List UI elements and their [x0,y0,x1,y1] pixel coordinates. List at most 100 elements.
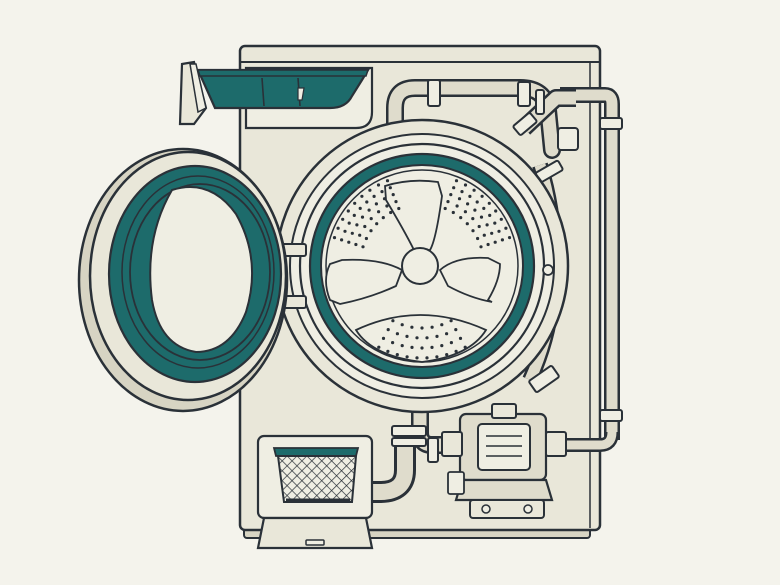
drum-hole [446,200,450,204]
drum-hole [440,344,444,348]
drum-hole [443,206,447,211]
drum-hole [454,179,459,183]
drum-hole [395,353,399,357]
drum-hole [457,197,462,201]
drum-hole [410,345,414,349]
drum-hole [463,183,468,187]
drum-hole [487,201,491,205]
drum-hole [435,355,439,359]
drum-hole [361,245,365,249]
drum-hole [480,194,484,198]
drum-hole [488,213,492,217]
drum-hole [369,229,373,233]
motor [447,471,554,519]
drum-hole [471,229,475,233]
drum-hole [341,217,345,221]
drum-hole [380,190,384,194]
drum-hole [389,210,393,215]
drum-hole [445,353,449,357]
drum-hole [360,194,364,198]
drum-hole [472,188,476,192]
drum-hole [449,341,453,345]
drum-hole [493,240,497,244]
drum-hole [365,200,369,204]
drum-hole [476,236,480,241]
drum-hole [499,217,503,221]
drum-hole [377,210,381,214]
drum-hole [500,238,504,242]
drum-hole [485,223,489,227]
drum-hole [369,217,373,221]
drum-hole [452,186,456,190]
drum-hole [494,209,498,213]
drum-hole [368,188,372,192]
drum-hole [466,202,470,206]
drum-hole [347,221,351,225]
drum-hole [391,341,395,345]
drum-hole [343,229,347,233]
drum-hole [385,179,390,183]
drum-hole [391,319,395,323]
drum-hole [465,222,469,226]
drum-hole [395,332,399,336]
drum-hole [425,336,429,340]
drum-hole [360,215,365,219]
drum-hole [332,236,337,240]
drum-hole [377,345,381,349]
drum-hole [507,236,512,240]
drum-hole [493,221,497,225]
drum-screw [542,264,554,276]
drum-hole [468,194,472,198]
drum-hole [410,325,414,329]
drum-hole [455,204,459,208]
drum-hole [490,231,494,235]
drum-hole [367,208,371,212]
drum-hole [479,245,483,249]
drum-hole [386,349,390,353]
drum-hole [363,224,367,229]
drum-hole [388,186,392,190]
drum-hole [400,323,404,327]
drum-hole [397,206,401,211]
drum-hole [482,206,486,210]
drum-hole [352,213,356,217]
drum-hole [347,240,351,244]
drum-hole [475,200,479,204]
drum-hole [350,231,354,235]
drum-hole [459,216,463,220]
drum-hole [430,345,434,349]
drain-filter [256,434,374,550]
drum-hole [454,349,458,353]
drum-hole [391,193,395,197]
drum-hole [353,201,357,205]
drum-hole [440,323,444,327]
drum-hole [473,208,477,212]
drum-hole [430,325,434,329]
drum-hole [420,346,424,350]
drum-hole [435,334,439,338]
drum-hole [449,193,453,197]
drum-hole [405,355,409,359]
drum-hole [346,209,350,213]
drum-hole [449,319,453,323]
drum-hole [381,216,385,220]
drum-hole [386,328,390,332]
detergent-drawer [178,60,374,130]
drum-hole [420,326,424,330]
drum-hole [364,236,368,241]
drain-pump [441,403,567,482]
drum-hole [445,332,449,336]
drum-hole [405,334,409,338]
drum-hole [415,356,419,360]
drum-hole [460,190,464,194]
door-with-gasket [77,147,307,413]
drum-hole [400,344,404,348]
drum-hole [376,183,381,187]
drum-hole [375,222,379,226]
drum-hole [454,328,458,332]
drum-hole [477,224,481,229]
drum-hole [358,206,362,210]
drum-hole [463,210,467,214]
